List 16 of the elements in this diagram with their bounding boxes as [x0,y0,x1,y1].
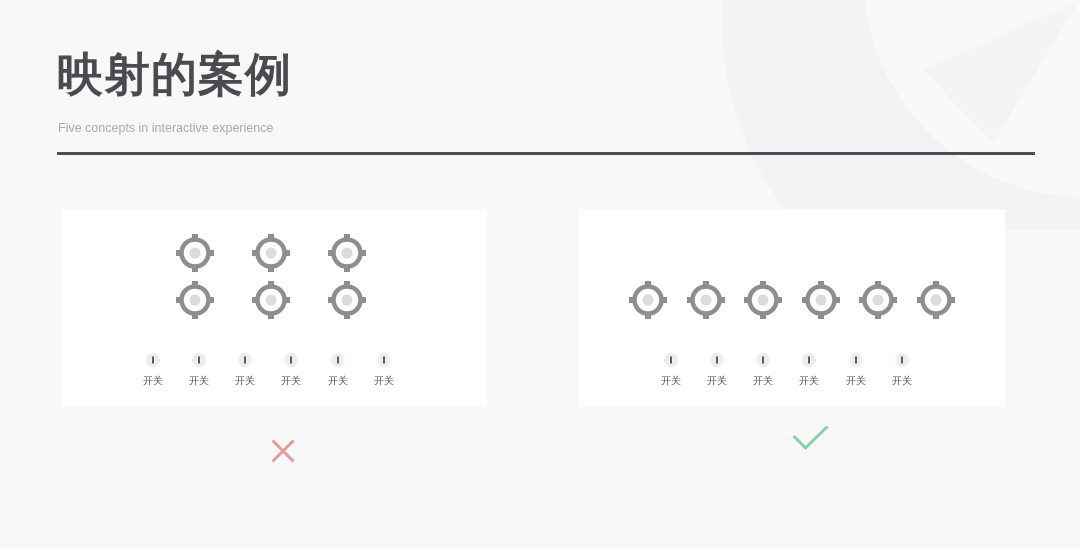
switch-label: 开关 [753,375,773,387]
switch-label: 开关 [799,375,819,387]
switch-label: 开关 [281,375,301,387]
switch-label: 开关 [235,375,255,387]
switch-label: 开关 [328,375,348,387]
switch-label: 开关 [892,375,912,387]
switch-label: 开关 [846,375,866,387]
switch-label: 开关 [189,375,209,387]
switch-label: 开关 [374,375,394,387]
panel [579,209,1005,407]
title: 映射的案例 [57,46,292,103]
switch-label: 开关 [661,375,681,387]
subtitle: Five concepts in interactive experience [58,121,274,136]
panel [61,209,487,407]
switch-label: 开关 [143,375,163,387]
switch-label: 开关 [707,375,727,387]
